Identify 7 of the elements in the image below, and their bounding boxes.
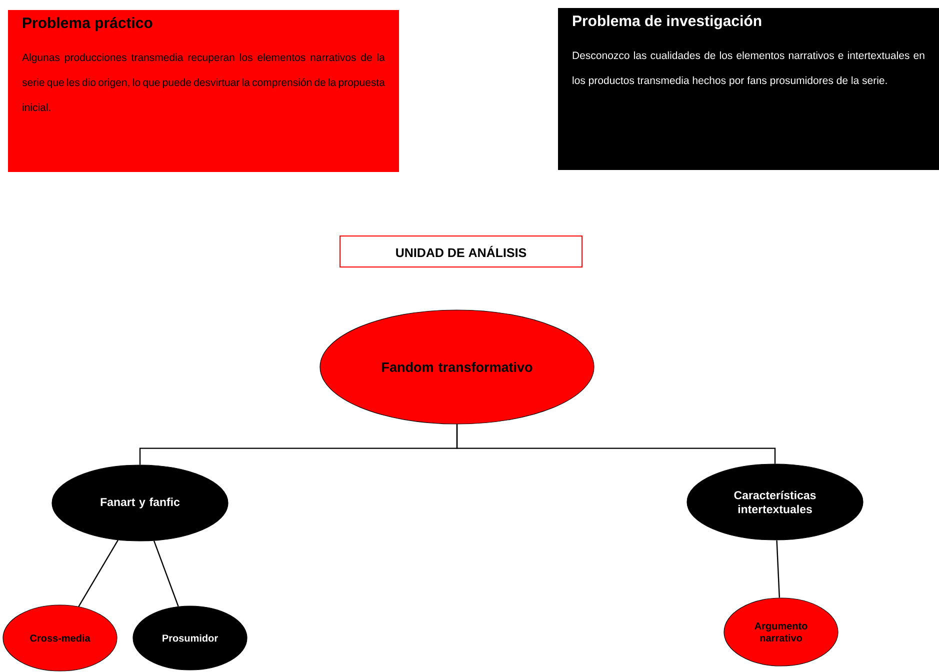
problem-card: Problema de investigación Desconozco las cualidades de los elementos narrativos e intertextuales en los productos transmedia hechos por fans prosumidores de la serie.	[558, 8, 939, 170]
section-label: UNIDAD DE ANÁLISIS	[340, 236, 582, 268]
connector-line	[776, 540, 780, 598]
connector-line	[153, 540, 179, 607]
connector-line	[78, 540, 119, 607]
problem-card: Problema práctico Algunas producciones transmedia recuperan los elementos narrativos de la serie que les dio origen, lo que puede desvirtuar la comprensión de la propuesta inicial.	[8, 10, 399, 172]
connector-line	[456, 424, 776, 464]
